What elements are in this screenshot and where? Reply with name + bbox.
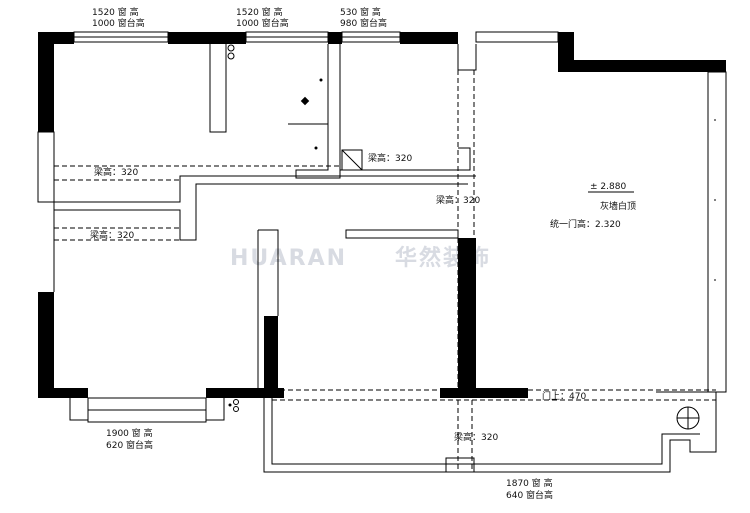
bottom-left-window-width: 1900 窗 高	[106, 427, 153, 439]
bottom-left-window-sill: 620 窗台高	[106, 439, 153, 451]
wall-left-upper	[38, 32, 54, 132]
beam-left-lower-label: 梁高：320	[90, 229, 134, 241]
watermark-latin: HUARAN	[230, 246, 347, 271]
wall-bottom-left	[38, 388, 88, 398]
watermark-chinese: 华然装饰	[395, 245, 491, 271]
ceiling-type-label: 灰墙白顶	[600, 200, 636, 212]
wall-left-lower	[38, 292, 54, 398]
wall-bottom-right	[440, 388, 528, 398]
beam-center-label: 梁高：320	[436, 194, 480, 206]
wall-top-mid1	[168, 32, 246, 44]
shaft-icon	[341, 149, 363, 171]
pipe-icon	[227, 52, 235, 60]
door-height-label: 统一门高：2.320	[550, 218, 621, 230]
outer-walls	[37, 32, 727, 398]
pipe-icon	[227, 44, 235, 52]
wall-top-mid3	[400, 32, 458, 44]
beam-bottom-label: 梁高：320	[454, 431, 498, 443]
beam-lines	[54, 70, 716, 470]
bottom-right-window-sill: 640 窗台高	[506, 489, 553, 501]
drain-icon	[300, 96, 310, 106]
ceiling-height-label: ± 2.880	[590, 182, 626, 192]
top-window-3-width: 530 窗 高	[340, 6, 381, 18]
bottom-right-window-width: 1870 窗 高	[506, 477, 553, 489]
wall-bottom-mid	[206, 388, 284, 398]
fixtures	[227, 44, 716, 430]
annotations: 1520 窗 高 1000 窗台高 1520 窗 高 1000 窗台高 530 …	[90, 6, 636, 501]
wall-top-right	[558, 60, 726, 72]
top-window-3-sill: 980 窗台高	[340, 17, 387, 29]
door-top-label: 门上：470	[542, 390, 586, 402]
wall-top-right-step	[558, 32, 574, 60]
pipe-icon	[233, 406, 239, 412]
top-window-2-sill: 1000 窗台高	[236, 17, 289, 29]
wall-column-lower	[264, 316, 278, 398]
top-window-1-sill: 1000 窗台高	[92, 17, 145, 29]
wall-mid-horizontal	[345, 229, 459, 239]
top-window-2-width: 1520 窗 高	[236, 6, 283, 18]
window-left-mid	[37, 131, 55, 203]
wall-column-right	[458, 238, 476, 396]
interior-walls	[54, 44, 717, 473]
top-window-1-width: 1520 窗 高	[92, 6, 139, 18]
beam-left-upper-label: 梁高：320	[94, 166, 138, 178]
window-top-4	[475, 31, 559, 43]
wall-top-left-corner	[38, 32, 74, 44]
top-windows	[73, 31, 559, 43]
wall-right	[707, 71, 727, 393]
wall-top-mid2	[328, 32, 342, 44]
beam-center-small-label: 梁高：320	[368, 152, 412, 164]
pipe-icon	[233, 399, 239, 405]
